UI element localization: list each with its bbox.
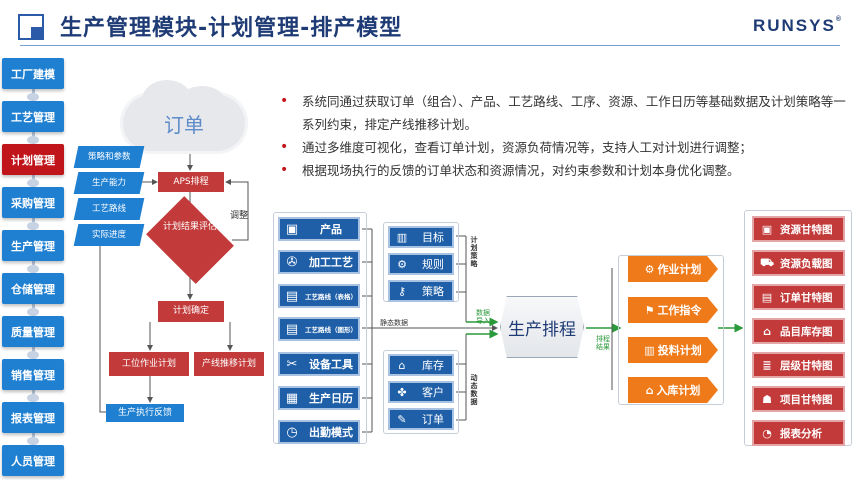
dynamic-frame [383,350,459,434]
sidebar-connector [27,394,39,402]
bullet-item: 系统同通过获取订单（组合）、产品、工艺路线、工序、资源、工作日历等基础数据及计划… [280,90,850,136]
pie-icon: ◔ [762,426,772,440]
bullet-item: 通过多维度可视化，查看订单计划，资源负荷情况等，支持人工对计划进行调整； [280,136,850,159]
scheduling-result-label: 排程结果 [596,335,610,351]
output-resource-load: ⛟资源负载图 [752,250,845,276]
clock-icon: ◷ [286,424,298,440]
sidebar-connector [27,351,39,359]
plans-frame [618,255,724,405]
production-scheduling-core: 生产排程 [500,296,584,358]
rules-icon: ⚙ [397,257,407,271]
adjust-label: 调整 [230,211,249,221]
input-attendance-mode: ◷出勤模式 [278,420,360,444]
strategy-policy: ⚷策略 [388,280,454,302]
resource-icon: ▣ [761,222,773,236]
input-route-table: ▤工艺路线（表格） [278,284,360,308]
input-product: ▣产品 [278,217,360,241]
line-plan-box: 产线推移计划 [194,352,264,376]
execution-feedback-box: 生产执行反馈 [106,404,184,422]
sidebar-item-personnel[interactable]: 人员管理 [2,445,64,476]
sidebar-item-production[interactable]: 生产管理 [2,230,64,261]
input-machining-process: ✇加工工艺 [278,250,360,274]
plan-evaluation-label: 计划结果评估 [162,222,217,232]
sidebar-connector [27,222,39,230]
input-actual-progress: 实际进度 [73,224,145,246]
output-project-gantt: ☗项目甘特图 [752,386,845,412]
gear-icon: ⚙ [644,262,655,276]
bullet-item: 根据现场执行的反馈的订单状态和资源情况，对约束参数和计划本身优化调整。 [280,159,850,182]
sidebar-item-sales[interactable]: 销售管理 [2,359,64,390]
order-cloud: 订单 [120,80,248,154]
sidebar-connector [27,93,39,101]
sidebar-connector [27,179,39,187]
sidebar-item-planning[interactable]: 计划管理 [2,144,64,175]
output-level-gantt: ≣层级甘特图 [752,352,845,378]
input-strategy-params: 策略和参数 [73,146,145,168]
input-route-graph: ▤工艺路线（图形） [278,317,360,341]
sidebar-item-reports[interactable]: 报表管理 [2,402,64,433]
feed-icon: ▥ [644,343,655,357]
film-reel-icon: ✇ [286,254,298,270]
sidebar-item-warehouse[interactable]: 仓储管理 [2,273,64,304]
input-process-route: 工艺路线 [73,198,145,220]
data-import-label: 数据导入 [476,309,490,325]
input-equipment-tools: ✂设备工具 [278,352,360,376]
chart-icon: ▥ [396,230,408,244]
title-divider [20,45,840,46]
handshake-icon: ✤ [397,385,407,399]
document-icon: ▤ [285,321,299,337]
aps-scheduling-box: APS排程 [158,172,224,192]
sign-icon: ✎ [397,412,407,426]
output-item-inventory: ⌂品目库存图 [752,318,845,344]
sidebar-connector [27,437,39,445]
dynamic-vertical-label: 动态数据 [470,374,478,406]
output-report-analysis: ◔报表分析 [752,420,845,446]
sidebar-item-process[interactable]: 工艺管理 [2,101,64,132]
title-logo-icon [18,14,44,40]
input-capacity: 生产能力 [73,172,145,194]
order-cloud-label: 订单 [164,112,204,137]
output-resource-gantt: ▣资源甘特图 [752,216,845,242]
truck-icon: ⛟ [760,255,774,269]
people-icon: ☗ [762,392,772,406]
page-title: 生产管理模块-计划管理-排产模型 [60,16,403,41]
output-order-gantt: ▤订单甘特图 [752,284,845,310]
sidebar-item-quality[interactable]: 质量管理 [2,316,64,347]
plan-warehousing: ⌂入库计划 [628,377,718,403]
plan-evaluation-decision: 计划结果评估 [146,196,234,284]
person-icon: ⚑ [644,303,655,317]
document-icon: ▤ [285,288,299,304]
description-bullets: 系统同通过获取订单（组合）、产品、工艺路线、工序、资源、工作日历等基础数据及计划… [280,90,850,182]
plan-work-order: ⚑工作指令 [628,297,718,323]
static-data-label: 静态数据 [380,319,408,327]
brand-logo: RUNSYS [753,16,843,36]
warehouse-icon: ⌂ [645,383,654,397]
dynamic-order: ✎订单 [388,408,454,430]
input-production-calendar: ▦生产日历 [278,386,360,410]
clipboard-icon: ▣ [285,221,299,237]
strategy-vertical-label: 计划策略 [470,236,478,268]
house-icon: ⌂ [763,324,771,338]
sidebar-connector [27,136,39,144]
station-plan-box: 工位作业计划 [109,352,189,376]
key-icon: ⚷ [397,284,407,298]
sidebar-connector [27,308,39,316]
strategy-rules: ⚙规则 [388,253,454,275]
warehouse-icon: ⌂ [398,358,406,372]
plan-job: ⚙作业计划 [628,256,718,282]
plan-confirm-box: 计划确定 [158,301,224,322]
strategy-target: ▥目标 [388,226,454,248]
layers-icon: ≣ [762,358,772,372]
order-icon: ▤ [761,290,773,304]
sidebar-connector [27,265,39,273]
calendar-icon: ▦ [285,390,299,406]
sidebar-item-factory-modeling[interactable]: 工厂建模 [2,58,64,89]
plan-material-feed: ▥投料计划 [628,337,718,363]
tools-icon: ✂ [286,356,298,372]
sidebar-item-purchasing[interactable]: 采购管理 [2,187,64,218]
dynamic-inventory: ⌂库存 [388,354,454,376]
dynamic-customer: ✤客户 [388,381,454,403]
